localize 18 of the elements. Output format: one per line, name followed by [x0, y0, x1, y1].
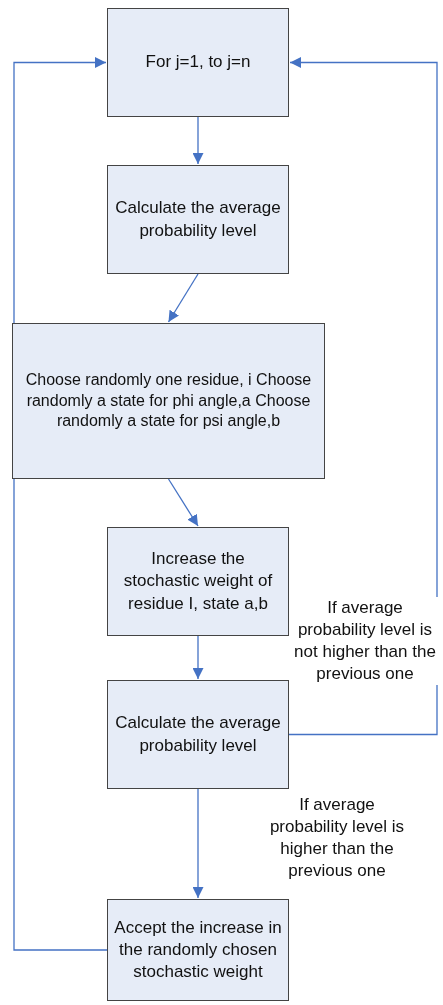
- box-text: For j=1, to j=n: [145, 51, 251, 74]
- arrow: [167, 478, 199, 527]
- box-text: Calculate the average probability level: [114, 197, 282, 242]
- box-text: Calculate the average probability level: [114, 712, 282, 757]
- arrow: [288, 57, 438, 736]
- process-box: [107, 527, 289, 636]
- box-text: Increase the stochastic weight of residue I, state a,b: [122, 548, 274, 615]
- process-box: [107, 680, 289, 789]
- arrow: [167, 273, 199, 323]
- process-box: [12, 323, 325, 479]
- process-box: [107, 165, 289, 274]
- box-text: Accept the increase in the randomly chosen stochastic weight: [114, 916, 282, 984]
- arrow: [192, 788, 204, 899]
- arrow: [192, 116, 204, 165]
- process-box: [107, 899, 289, 1001]
- arrow: [192, 635, 204, 680]
- box-text: Choose randomly one residue, i Choose randomly a state for phi angle,a Choose randomly a state for psi angle,b: [24, 369, 313, 432]
- process-box: [107, 8, 289, 117]
